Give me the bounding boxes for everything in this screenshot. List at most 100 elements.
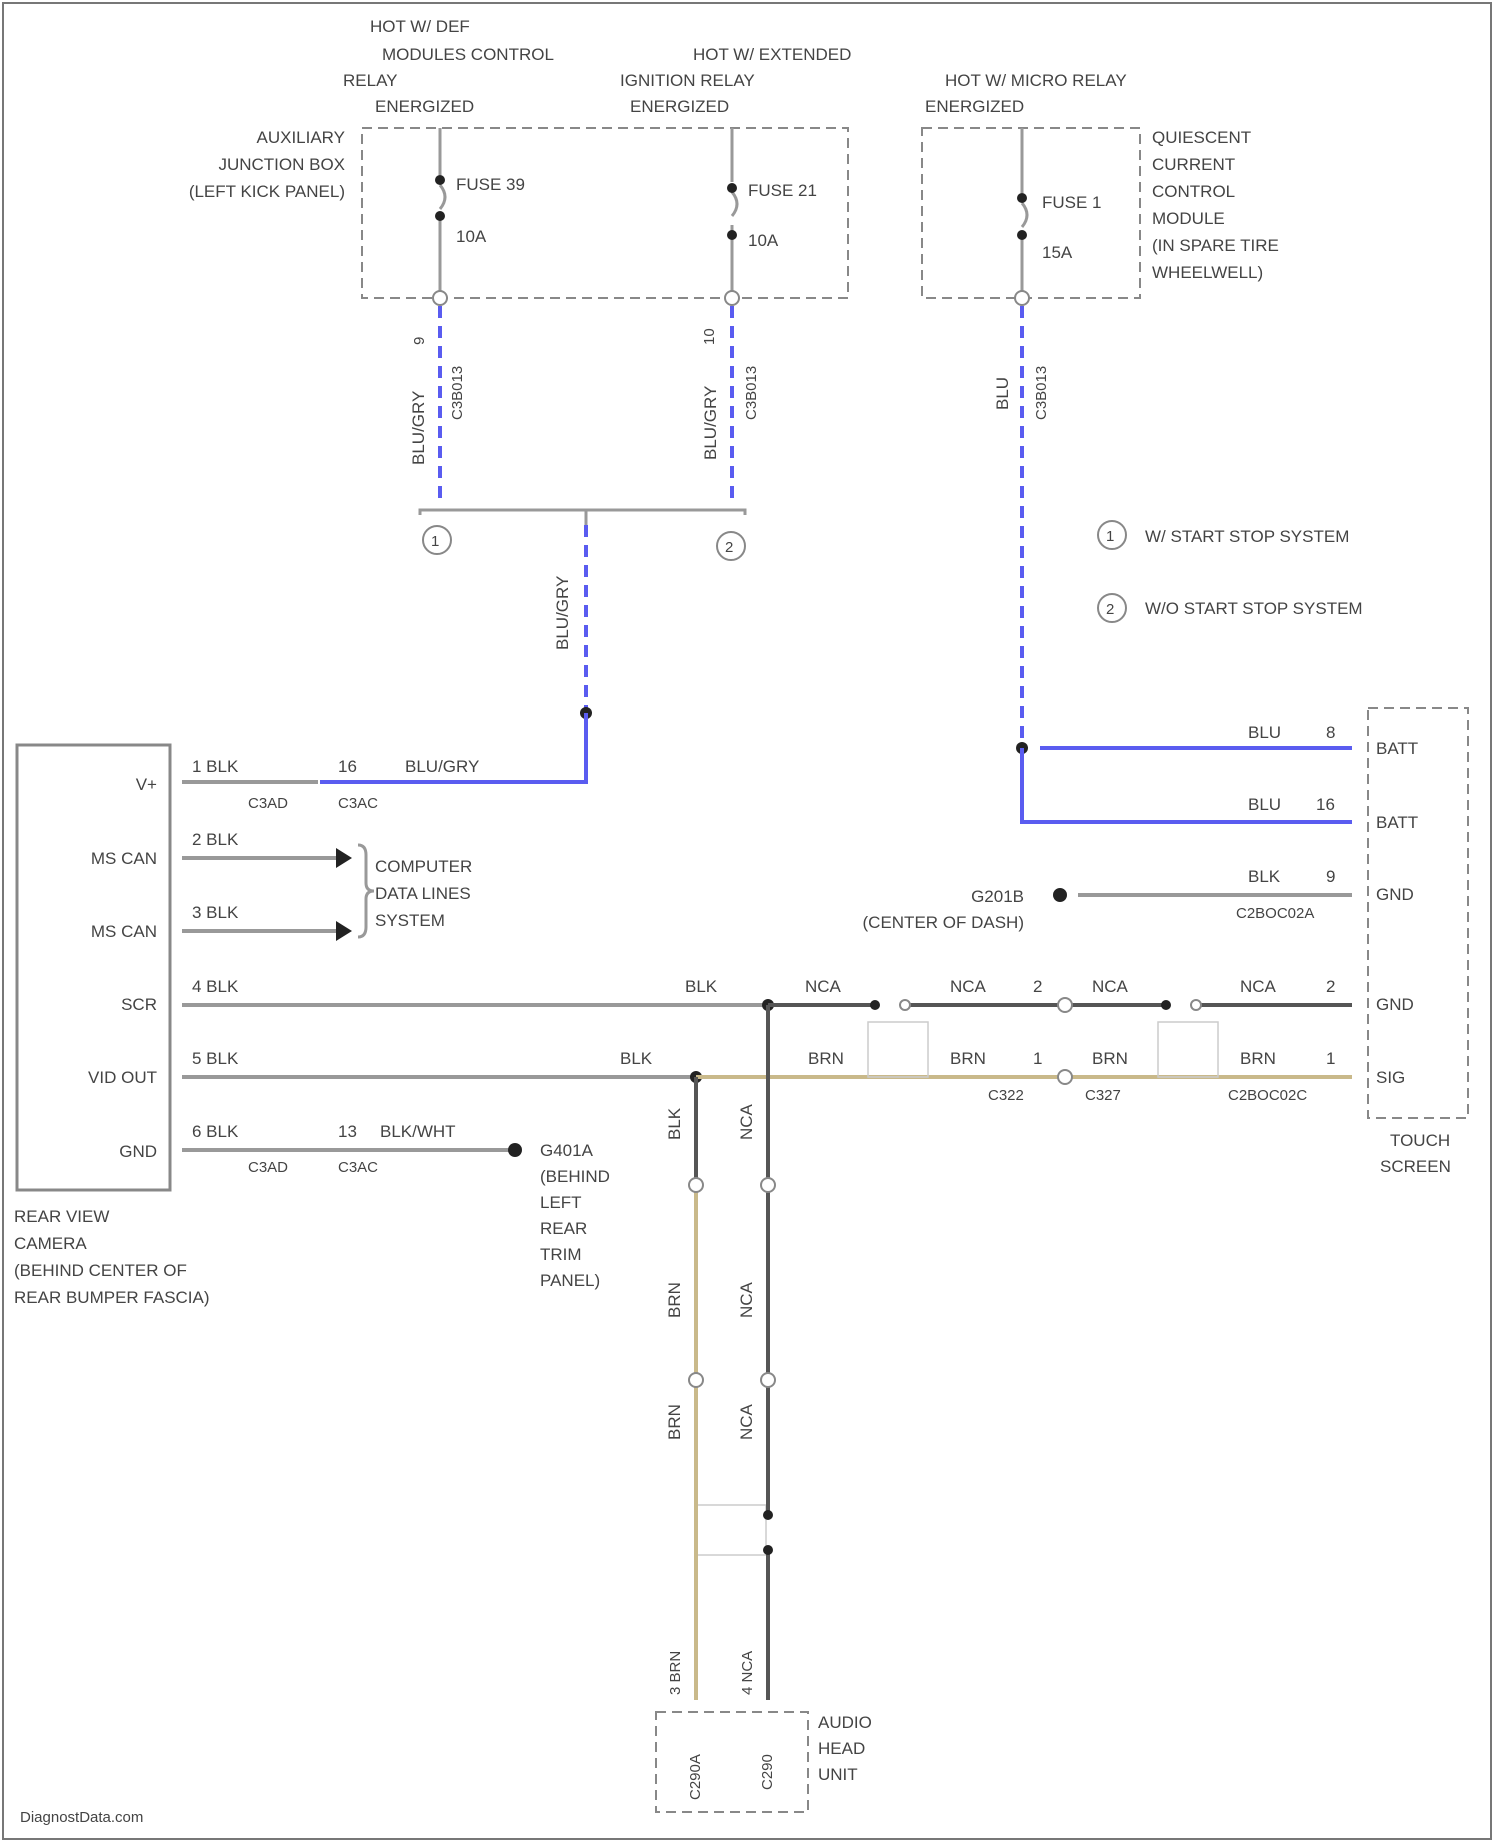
svg-text:G401A: G401A	[540, 1141, 594, 1160]
svg-text:NCA: NCA	[737, 1281, 756, 1318]
svg-text:1: 1	[1033, 1049, 1042, 1068]
svg-text:BLK: BLK	[620, 1049, 653, 1068]
svg-text:10A: 10A	[748, 231, 779, 250]
svg-text:UNIT: UNIT	[818, 1765, 858, 1784]
svg-text:3 BRN: 3 BRN	[667, 1651, 684, 1695]
svg-text:2: 2	[725, 539, 733, 556]
svg-text:BLU: BLU	[993, 377, 1012, 410]
svg-text:W/ START STOP SYSTEM: W/ START STOP SYSTEM	[1145, 527, 1349, 546]
svg-text:BLU: BLU	[1248, 723, 1281, 742]
svg-text:8: 8	[1326, 723, 1335, 742]
svg-text:BRN: BRN	[1240, 1049, 1276, 1068]
svg-text:FUSE 1: FUSE 1	[1042, 193, 1102, 212]
svg-text:CONTROL: CONTROL	[1152, 182, 1235, 201]
svg-text:REAR: REAR	[540, 1219, 587, 1238]
audio-head-unit-box	[656, 1712, 808, 1812]
svg-text:C3AD: C3AD	[248, 795, 288, 812]
camera-pin-5: 5 BLK BLK	[182, 1049, 696, 1077]
svg-text:VID OUT: VID OUT	[88, 1068, 157, 1087]
svg-text:C327: C327	[1085, 1087, 1121, 1104]
batt-wire-labels: BLU 8 BLU 16	[1248, 723, 1335, 814]
svg-text:NCA: NCA	[805, 977, 842, 996]
camera-pin-labels: V+ MS CAN MS CAN SCR VID OUT GND	[88, 775, 157, 1161]
svg-text:TRIM: TRIM	[540, 1245, 582, 1264]
svg-text:9: 9	[1326, 867, 1335, 886]
brn-vertical-wire: BLK BRN BRN	[665, 1077, 703, 1700]
svg-text:JUNCTION BOX: JUNCTION BOX	[218, 155, 345, 174]
svg-text:PANEL): PANEL)	[540, 1271, 600, 1290]
svg-text:REAR BUMPER FASCIA): REAR BUMPER FASCIA)	[14, 1288, 210, 1307]
option-bracket	[420, 510, 745, 515]
svg-text:SCREEN: SCREEN	[1380, 1157, 1451, 1176]
svg-text:6 BLK: 6 BLK	[192, 1122, 239, 1141]
camera-pin-3: 3 BLK	[182, 903, 352, 941]
label-hot-def: HOT W/ DEF MODULES CONTROL RELAY ENERGIZ…	[343, 17, 554, 116]
svg-text:ENERGIZED: ENERGIZED	[630, 97, 729, 116]
qccm-label: QUIESCENT CURRENT CONTROL MODULE (IN SPA…	[1152, 128, 1279, 282]
label-hot-extended: HOT W/ EXTENDED IGNITION RELAY ENERGIZED	[620, 45, 851, 116]
pin-fuse1-out	[1015, 291, 1029, 305]
aux-junction-box	[362, 128, 848, 298]
svg-text:V+: V+	[136, 775, 157, 794]
svg-text:SIG: SIG	[1376, 1068, 1405, 1087]
svg-text:HOT W/ EXTENDED: HOT W/ EXTENDED	[693, 45, 851, 64]
svg-text:1: 1	[431, 533, 439, 550]
fuse-1: FUSE 1 15A	[1017, 128, 1102, 298]
svg-text:9: 9	[411, 337, 428, 345]
svg-text:4 BLK: 4 BLK	[192, 977, 239, 996]
svg-text:ENERGIZED: ENERGIZED	[375, 97, 474, 116]
svg-text:(BEHIND: (BEHIND	[540, 1167, 610, 1186]
nca-vertical-wire: NCA NCA NCA	[737, 1005, 775, 1700]
svg-text:1: 1	[1106, 528, 1114, 545]
svg-text:BLU/GRY: BLU/GRY	[553, 576, 572, 650]
svg-text:REAR VIEW: REAR VIEW	[14, 1207, 109, 1226]
svg-text:FUSE 21: FUSE 21	[748, 181, 817, 200]
svg-text:GND: GND	[1376, 885, 1414, 904]
svg-text:MS CAN: MS CAN	[91, 849, 157, 868]
svg-text:FUSE 39: FUSE 39	[456, 175, 525, 194]
svg-text:2: 2	[1326, 977, 1335, 996]
svg-text:GND: GND	[119, 1142, 157, 1161]
rear-view-camera-box	[17, 745, 170, 1190]
brn-horizontal-wire: BRN BRN 1 BRN BRN 1 C322 C327 C2BOC02C	[696, 1049, 1352, 1104]
svg-text:2 BLK: 2 BLK	[192, 830, 239, 849]
svg-text:MS CAN: MS CAN	[91, 922, 157, 941]
svg-text:C322: C322	[988, 1087, 1024, 1104]
svg-text:HOT W/ DEF: HOT W/ DEF	[370, 17, 470, 36]
svg-text:W/O START STOP SYSTEM: W/O START STOP SYSTEM	[1145, 599, 1363, 618]
svg-text:BLK/WHT: BLK/WHT	[380, 1122, 456, 1141]
svg-text:1 BLK: 1 BLK	[192, 757, 239, 776]
svg-text:BLU/GRY: BLU/GRY	[405, 757, 479, 776]
svg-text:C3AC: C3AC	[338, 795, 378, 812]
svg-text:BRN: BRN	[1092, 1049, 1128, 1068]
svg-text:RELAY: RELAY	[343, 71, 398, 90]
svg-text:BRN: BRN	[665, 1282, 684, 1318]
svg-text:WHEELWELL): WHEELWELL)	[1152, 263, 1263, 282]
svg-text:NCA: NCA	[737, 1403, 756, 1440]
svg-text:10: 10	[701, 328, 718, 345]
svg-text:QUIESCENT: QUIESCENT	[1152, 128, 1251, 147]
svg-text:TOUCH: TOUCH	[1390, 1131, 1450, 1150]
svg-text:C3B013: C3B013	[1033, 366, 1050, 420]
svg-text:2: 2	[1033, 977, 1042, 996]
svg-text:(BEHIND CENTER OF: (BEHIND CENTER OF	[14, 1261, 187, 1280]
touch-gnd-wire: BLK 9 C2BOC02A	[1053, 867, 1352, 922]
svg-text:GND: GND	[1376, 995, 1414, 1014]
svg-text:2: 2	[1106, 601, 1114, 618]
wire-batt2	[1022, 748, 1352, 822]
svg-text:BATT: BATT	[1376, 739, 1418, 758]
svg-text:C3B013: C3B013	[743, 366, 760, 420]
svg-text:13: 13	[338, 1122, 357, 1141]
svg-text:IGNITION RELAY: IGNITION RELAY	[620, 71, 755, 90]
svg-text:(CENTER OF DASH): (CENTER OF DASH)	[863, 913, 1025, 932]
svg-text:BLU: BLU	[1248, 795, 1281, 814]
touch-screen-box	[1368, 708, 1468, 1118]
pin-fuse39-out	[433, 291, 447, 305]
ground-g401-symbol	[508, 1143, 522, 1157]
svg-text:NCA: NCA	[950, 977, 987, 996]
fuse-39: FUSE 39 10A	[435, 128, 525, 298]
svg-text:CAMERA: CAMERA	[14, 1234, 87, 1253]
ground-g201-label: G201B (CENTER OF DASH)	[863, 887, 1025, 932]
camera-pin-4: 4 BLK BLK	[182, 977, 768, 1005]
aux-junction-box-label: AUXILIARY JUNCTION BOX (LEFT KICK PANEL)	[189, 128, 345, 201]
